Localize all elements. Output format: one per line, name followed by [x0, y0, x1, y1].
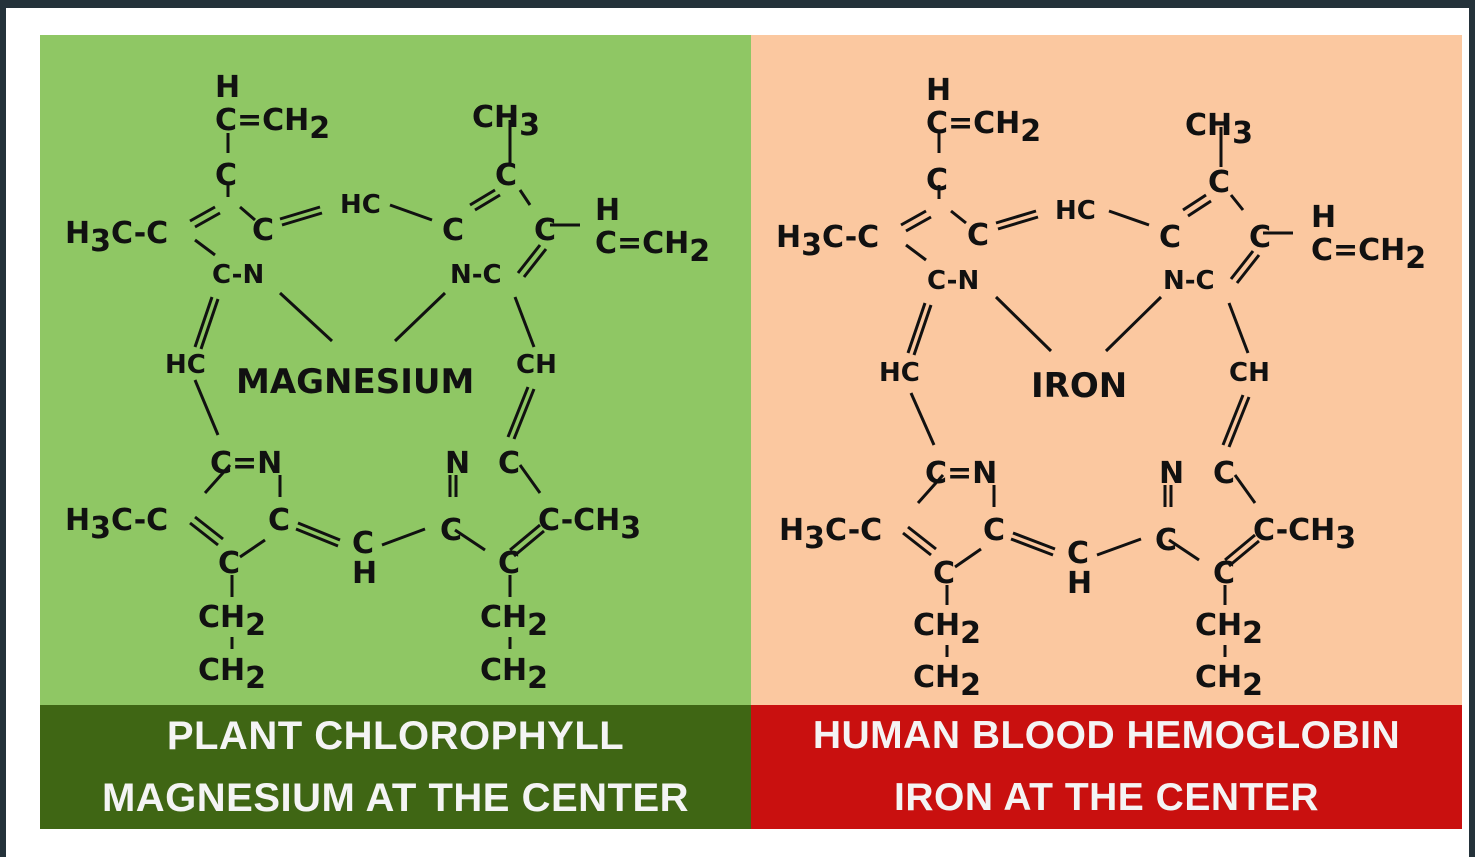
center-atom-label: IRON	[1031, 366, 1127, 406]
atom-label: C=CH2	[1311, 233, 1426, 276]
atom-label: H3C-C	[779, 513, 882, 556]
atom-label: C	[1159, 220, 1181, 255]
atom-label: CH3	[1185, 108, 1253, 151]
atom-label: H3C-C	[776, 220, 879, 263]
atom-label: C	[1067, 536, 1089, 571]
atom-label: C	[933, 556, 955, 591]
hemoglobin-diagram-panel: H C=CH2 CH3 C C H3C-C C HC C C H C=CH2 C…	[751, 35, 1462, 705]
atom-label: C	[268, 503, 290, 538]
chlorophyll-caption: PLANT CHLOROPHYLL MAGNESIUM AT THE CENTE…	[40, 705, 751, 829]
atom-label: N-C	[450, 260, 502, 290]
atom-label: C-N	[927, 266, 979, 296]
atom-label: CH2	[1195, 660, 1263, 703]
atom-label: C	[352, 526, 374, 561]
atom-label: C	[534, 213, 556, 248]
atom-label: C	[983, 513, 1005, 548]
atom-label: CH2	[1195, 608, 1263, 651]
atom-label: H	[352, 556, 377, 591]
atom-label: C	[215, 158, 237, 193]
atom-label: N	[445, 446, 470, 481]
heme-atoms: H C=CH2 CH3 C C H3C-C C HC C C H C=CH2 C…	[776, 73, 1426, 703]
caption-line-2: IRON AT THE CENTER	[894, 776, 1319, 819]
chlorophyll-bonds	[189, 120, 580, 649]
atom-label: C-CH3	[538, 503, 641, 546]
atom-label: C	[498, 446, 520, 481]
atom-label: H3C-C	[65, 503, 168, 546]
atom-label: H	[215, 70, 240, 105]
atom-label: C	[1213, 556, 1235, 591]
atom-label: CH2	[913, 660, 981, 703]
atom-label: C=CH2	[926, 106, 1041, 149]
atom-label: C	[1213, 456, 1235, 491]
atom-label: C	[495, 158, 517, 193]
atom-label: C	[1249, 220, 1271, 255]
chlorophyll-structure: H C=CH2 CH3 C C H3C-C C HC C C H C=CH2 C…	[65, 70, 710, 696]
atom-label: C	[442, 213, 464, 248]
caption-line-2: MAGNESIUM AT THE CENTER	[101, 776, 690, 820]
atom-label: HC	[165, 350, 206, 380]
hemoglobin-caption: HUMAN BLOOD HEMOGLOBIN IRON AT THE CENTE…	[751, 705, 1462, 829]
atom-label: C	[218, 546, 240, 581]
atom-label: C	[1155, 523, 1177, 558]
atom-label: HC	[879, 358, 920, 388]
atom-label: C-CH3	[1253, 513, 1356, 556]
atom-label: CH	[1229, 358, 1270, 388]
caption-line-1: PLANT CHLOROPHYLL	[166, 714, 625, 758]
heme-structure: H C=CH2 CH3 C C H3C-C C HC C C H C=CH2 C…	[776, 73, 1426, 703]
atom-label: H	[926, 73, 951, 108]
atom-label: C	[440, 513, 462, 548]
atom-label: CH	[516, 350, 557, 380]
chlorophyll-atoms: H C=CH2 CH3 C C H3C-C C HC C C H C=CH2 C…	[65, 70, 710, 696]
atom-label: H	[1067, 566, 1092, 601]
atom-label: C=N	[925, 456, 997, 491]
heme-bonds	[900, 127, 1293, 657]
chlorophyll-diagram-panel: H C=CH2 CH3 C C H3C-C C HC C C H C=CH2 C…	[40, 35, 751, 705]
atom-label: CH2	[198, 600, 266, 643]
atom-label: N	[1159, 456, 1184, 491]
atom-label: C=CH2	[595, 226, 710, 269]
atom-label: HC	[1055, 196, 1096, 226]
atom-label: N-C	[1163, 266, 1215, 296]
atom-label: CH2	[913, 608, 981, 651]
atom-label: H	[595, 193, 620, 228]
caption-line-1: HUMAN BLOOD HEMOGLOBIN	[812, 714, 1401, 757]
atom-label: C	[1208, 165, 1230, 200]
atom-label: HC	[340, 190, 381, 220]
atom-label: C	[252, 213, 274, 248]
atom-label: H3C-C	[65, 216, 168, 259]
atom-label: CH2	[480, 600, 548, 643]
atom-label: C-N	[212, 260, 264, 290]
atom-label: CH2	[480, 653, 548, 696]
atom-label: C	[967, 218, 989, 253]
atom-label: H	[1311, 200, 1336, 235]
atom-label: C	[498, 546, 520, 581]
atom-label: C	[926, 163, 948, 198]
atom-label: C=CH2	[215, 103, 330, 146]
atom-label: C=N	[210, 446, 282, 481]
atom-label: CH2	[198, 653, 266, 696]
center-atom-label: MAGNESIUM	[236, 362, 474, 402]
atom-label: CH3	[472, 100, 540, 143]
